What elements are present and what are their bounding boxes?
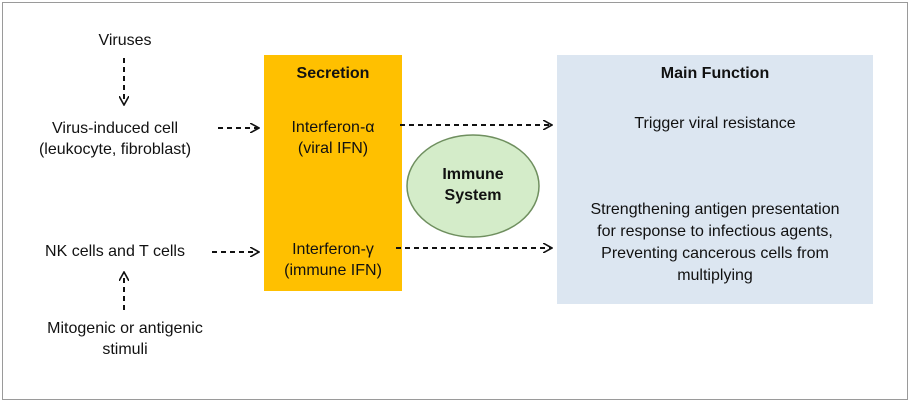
- virus-induced-cell-line2: (leukocyte, fibroblast): [38, 141, 192, 158]
- secretion-box: [264, 55, 402, 291]
- figure-frame: [2, 2, 908, 400]
- mitogenic-line2: stimuli: [102, 341, 148, 358]
- interferon-alpha-line1: Interferon-α: [291, 119, 375, 136]
- interferon-alpha-line2: (viral IFN): [297, 140, 369, 157]
- immune-system-label: Immune System: [420, 164, 526, 206]
- interferon-gamma-line2: (immune IFN): [284, 262, 382, 279]
- mitogenic-stimuli-label: Mitogenic or antigenic stimuli: [35, 318, 215, 360]
- virus-induced-cell-line1: Virus-induced cell: [52, 120, 178, 137]
- secretion-title: Secretion: [296, 65, 370, 82]
- function2-line3: Preventing cancerous cells from: [601, 245, 829, 262]
- function-viral-resistance: Trigger viral resistance: [634, 115, 796, 132]
- interferon-alpha-label: Interferon-α (viral IFN): [264, 117, 402, 159]
- immune-line1: Immune: [442, 166, 504, 183]
- function-antigen-presentation: Strengthening antigen presentation for r…: [557, 199, 873, 287]
- function2-line2: for response to infectious agents,: [597, 223, 833, 240]
- nk-t-cells-label: NK cells and T cells: [45, 243, 185, 260]
- interferon-gamma-label: Interferon-γ (immune IFN): [264, 239, 402, 281]
- interferon-gamma-line1: Interferon-γ: [292, 241, 374, 258]
- immune-line2: System: [444, 187, 502, 204]
- viruses-label: Viruses: [98, 32, 152, 49]
- function2-line1: Strengthening antigen presentation: [590, 201, 840, 218]
- main-function-box: [557, 55, 873, 304]
- function2-line4: multiplying: [677, 267, 753, 284]
- main-function-title: Main Function: [660, 65, 770, 82]
- virus-induced-cell-label: Virus-induced cell (leukocyte, fibroblas…: [15, 118, 215, 160]
- immune-system-ellipse: [406, 134, 540, 238]
- mitogenic-line1: Mitogenic or antigenic: [47, 320, 203, 337]
